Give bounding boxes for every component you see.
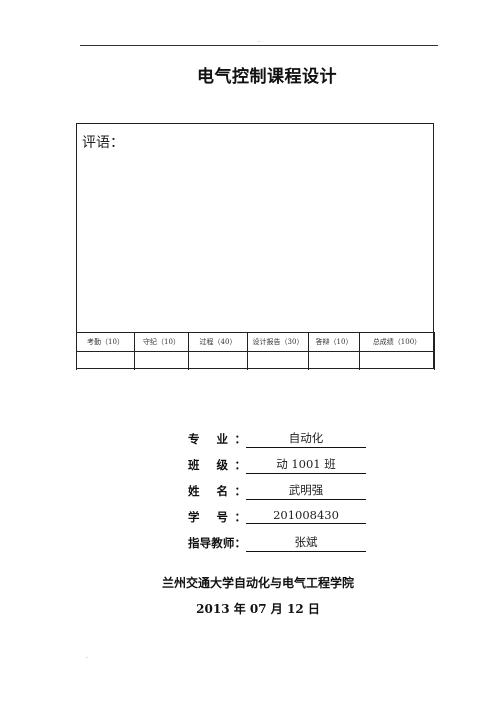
advisor-value: 张斌	[246, 534, 366, 552]
score-header-row: 考勤（10） 守纪（10） 过程（40） 设计报告（30） 答辩（10） 总成绩…	[76, 332, 435, 352]
review-box: 评语： 考勤（10） 守纪（10） 过程（40） 设计报告（30） 答辩（10）…	[76, 123, 435, 370]
score-cell-process[interactable]	[188, 351, 248, 370]
score-value-row	[76, 351, 435, 370]
document-date: 2013 年 07 月 12 日	[196, 602, 320, 616]
info-row-student-id: 学 号： 201008430	[188, 508, 378, 527]
document-title: 电气控制课程设计	[197, 67, 337, 87]
score-header-process: 过程（40）	[188, 332, 248, 352]
info-row-name: 姓 名： 武明强	[188, 483, 378, 501]
score-cell-discipline[interactable]	[134, 351, 189, 370]
advisor-label: 指导教师：	[188, 536, 246, 550]
student-id-value: 201008430	[246, 508, 366, 524]
review-label: 评语：	[82, 135, 124, 151]
major-value: 自动化	[246, 430, 366, 448]
info-row-major: 专 业： 自动化	[188, 431, 378, 449]
major-label: 专 业：	[188, 432, 246, 446]
score-header-report: 设计报告（30）	[247, 332, 309, 352]
score-cell-report[interactable]	[247, 351, 309, 370]
score-header-defense: 答辩（10）	[308, 332, 360, 352]
score-cell-attendance[interactable]	[76, 351, 135, 370]
header-rule	[80, 45, 438, 46]
class-value: 动 1001 班	[246, 456, 366, 474]
name-value: 武明强	[246, 482, 366, 500]
info-row-class: 班 级： 动 1001 班	[188, 457, 378, 475]
name-label: 姓 名：	[188, 484, 246, 498]
student-id-label: 学 号：	[188, 510, 246, 524]
info-row-advisor: 指导教师： 张斌	[188, 535, 378, 553]
score-table: 考勤（10） 守纪（10） 过程（40） 设计报告（30） 答辩（10） 总成绩…	[76, 332, 435, 370]
school-name: 兰州交通大学自动化与电气工程学院	[161, 576, 354, 590]
class-label: 班 级：	[188, 458, 246, 472]
score-header-attendance: 考勤（10）	[76, 332, 135, 352]
score-header-discipline: 守纪（10）	[134, 332, 189, 352]
footer-dot: .	[86, 653, 88, 660]
score-header-total: 总成绩（100）	[359, 332, 435, 352]
score-cell-total[interactable]	[359, 351, 435, 370]
score-cell-defense[interactable]	[308, 351, 360, 370]
header-dot: .	[258, 37, 260, 44]
